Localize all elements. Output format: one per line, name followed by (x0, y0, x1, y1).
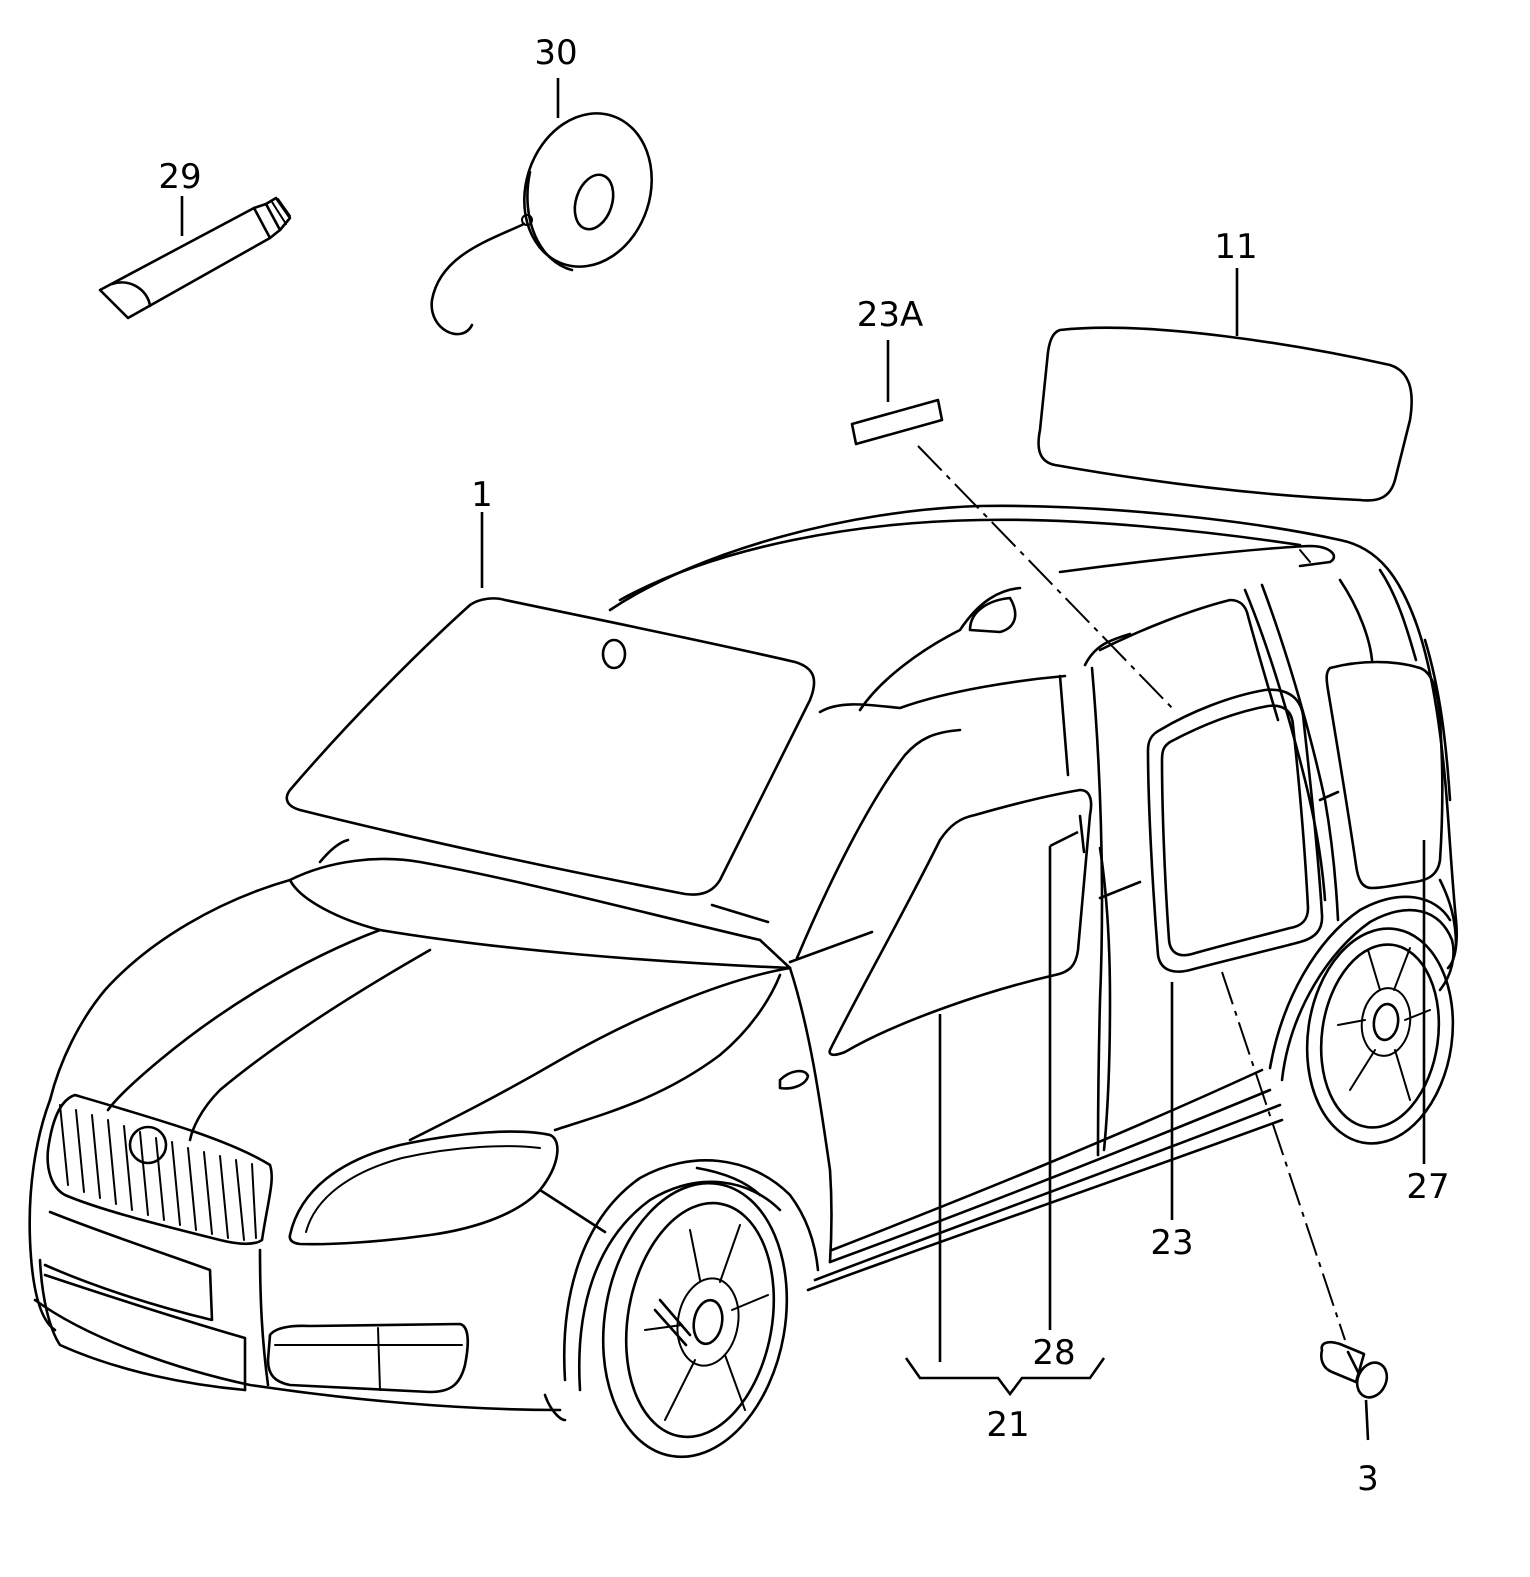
callout-labels: 29 30 23A 11 1 27 23 28 21 3 (158, 33, 1449, 1499)
callout-3: 3 (1357, 1459, 1379, 1499)
part-30-tape-roll (430, 112, 654, 336)
callout-28: 28 (1032, 1333, 1075, 1373)
part-3-plug (1320, 1340, 1389, 1399)
part-23a-strip (850, 398, 944, 446)
callout-29: 29 (158, 157, 201, 197)
callout-30: 30 (534, 33, 577, 73)
car-body (28, 504, 1459, 1459)
callout-23: 23 (1150, 1223, 1193, 1263)
callout-27: 27 (1406, 1167, 1449, 1207)
callout-11: 11 (1214, 227, 1257, 267)
part-11-panel (1037, 326, 1413, 502)
part-29-adhesive-tube (98, 196, 292, 320)
leader-lines (180, 78, 1426, 1441)
callout-21: 21 (986, 1405, 1029, 1445)
callout-23a: 23A (857, 295, 924, 335)
callout-1: 1 (471, 475, 493, 515)
